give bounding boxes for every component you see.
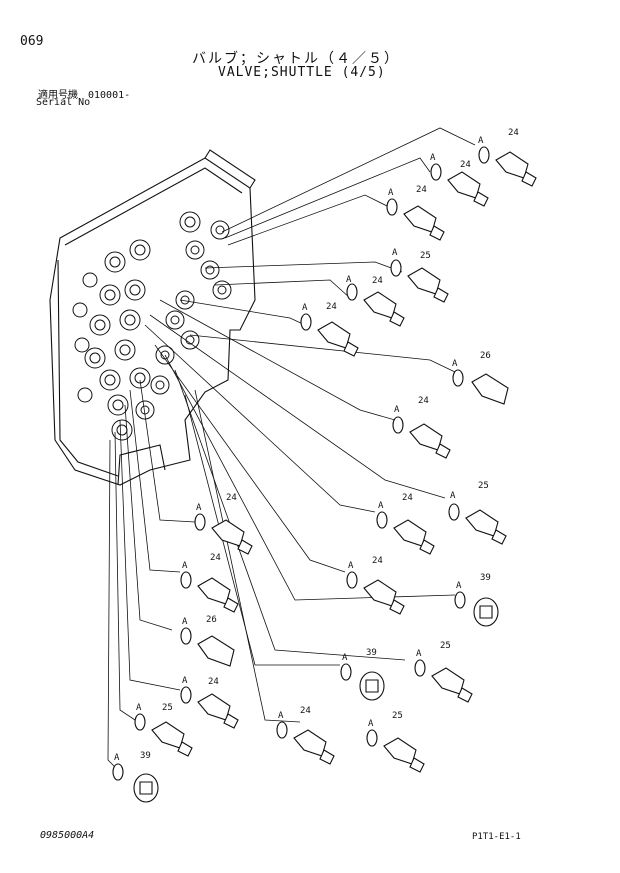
callout-a: A [182, 561, 188, 571]
callout-number: 24 [416, 185, 427, 195]
fitting-row-4 [194, 503, 507, 555]
fitting-row-1 [386, 146, 537, 241]
callout-number: 26 [206, 615, 217, 625]
page-number: 069 [20, 34, 44, 49]
callout-a: A [342, 653, 348, 663]
callout-number: 25 [420, 251, 431, 261]
callout-number: 39 [140, 751, 151, 761]
reference-code: P1T1-E1-1 [472, 832, 521, 842]
fittings [112, 146, 537, 803]
fitting-row-2 [300, 259, 449, 357]
callout-a: A [394, 405, 400, 415]
callout-a: A [378, 501, 384, 511]
callout-a: A [182, 676, 188, 686]
document-code: 0985000A4 [40, 830, 95, 841]
callout-number: 24 [508, 128, 519, 138]
callout-a: A [392, 248, 398, 258]
leader-lines [107, 127, 476, 771]
fitting-row-3 [392, 369, 509, 459]
body-ports [72, 211, 232, 441]
callout-a: A [114, 753, 120, 763]
title-japanese: バルブ；シャトル（４／５） [192, 51, 400, 67]
callout-a: A [346, 275, 352, 285]
callout-number: 24 [326, 302, 337, 312]
fitting-row-7 [134, 686, 425, 773]
serial-label-english: Serial No [36, 97, 91, 108]
callout-a: A [456, 581, 462, 591]
callout-a: A [136, 703, 142, 713]
callout-a: A [182, 617, 188, 627]
callout-number: 24 [402, 493, 413, 503]
fitting-row-5 [180, 571, 499, 627]
callout-a: A [196, 503, 202, 513]
fitting-row-6 [180, 627, 473, 703]
callout-a: A [478, 136, 484, 146]
callout-number: 25 [478, 481, 489, 491]
callout-labels: A 24 A 24 A 24 A 25 A 24 A 24 A 26 A 24 … [114, 128, 519, 763]
callout-a: A [452, 359, 458, 369]
callout-a: A [368, 719, 374, 729]
callout-number: 39 [366, 648, 377, 658]
callout-number: 24 [460, 160, 471, 170]
callout-number: 39 [480, 573, 491, 583]
fitting-row-8 [112, 763, 159, 803]
callout-number: 24 [372, 276, 383, 286]
callout-a: A [388, 188, 394, 198]
callout-a: A [348, 561, 354, 571]
callout-a: A [416, 649, 422, 659]
callout-number: 24 [208, 677, 219, 687]
callout-number: 24 [372, 556, 383, 566]
callout-number: 24 [418, 396, 429, 406]
title-english: VALVE;SHUTTLE (4/5) [218, 65, 386, 80]
callout-a: A [302, 303, 308, 313]
callout-number: 24 [226, 493, 237, 503]
callout-number: 26 [480, 351, 491, 361]
serial-label-japanese: 適用号機 010001- [38, 90, 131, 101]
callout-a: A [430, 153, 436, 163]
callout-a: A [450, 491, 456, 501]
callout-number: 25 [440, 641, 451, 651]
callout-number: 25 [392, 711, 403, 721]
callout-number: 24 [210, 553, 221, 563]
callout-a: A [278, 711, 284, 721]
shuttle-valve-body [49, 149, 256, 486]
callout-number: 24 [300, 706, 311, 716]
callout-number: 25 [162, 703, 173, 713]
